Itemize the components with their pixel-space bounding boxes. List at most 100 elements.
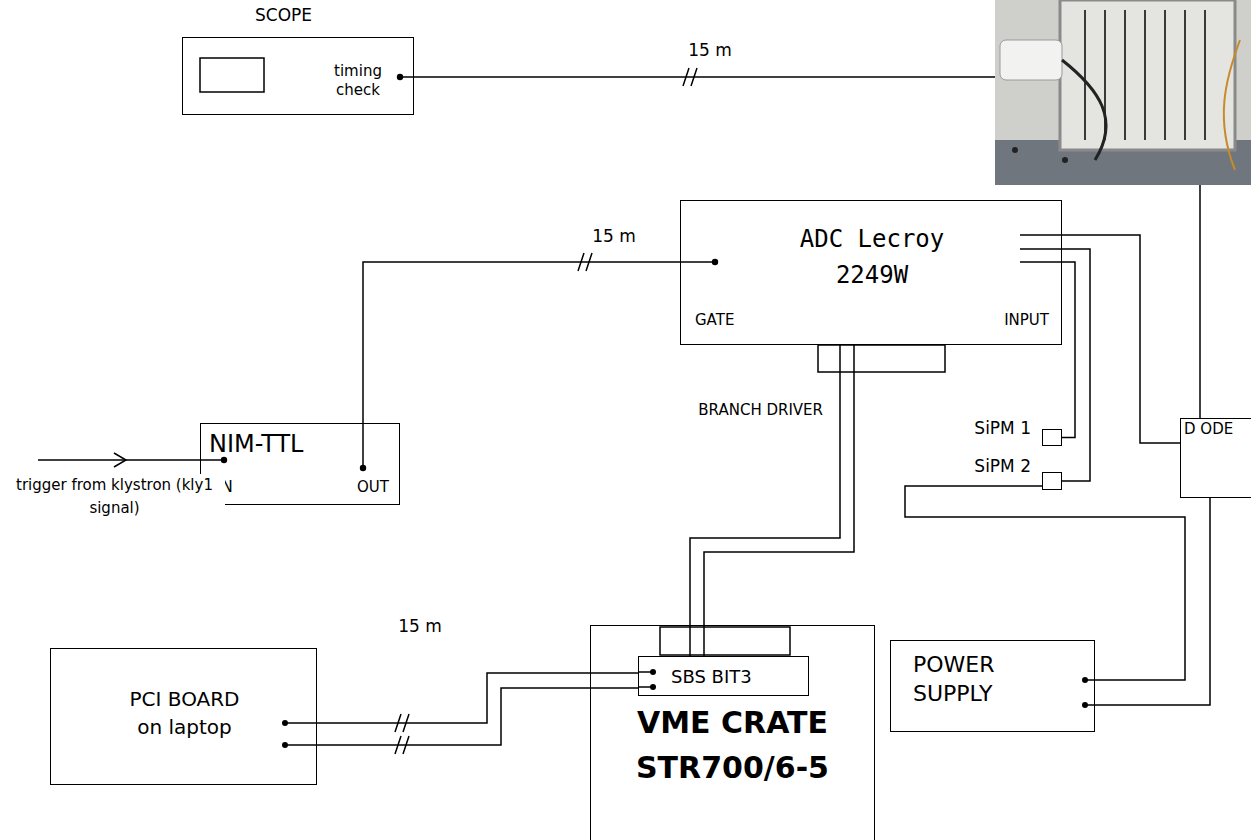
module-title: ADC Lecroy 2249W — [787, 221, 957, 293]
connector-dot — [360, 465, 366, 471]
text-slot: GATE — [695, 311, 734, 329]
text-slot: D ODE — [1184, 420, 1233, 438]
cable-break-mark — [683, 68, 689, 86]
vme-crate: VME CRATE STR700/6-5 SBS BIT3 — [590, 625, 875, 840]
text-slot: SiPM 1 — [974, 418, 1031, 438]
text-slot: POWER SUPPLY — [913, 651, 1063, 708]
scope-cable — [400, 76, 995, 78]
connector-dot — [1082, 677, 1088, 683]
cable-connector — [1062, 249, 1090, 481]
module-title: SBS BIT3 — [671, 666, 752, 688]
signal-note: trigger from klystron (kly1 signal) — [4, 474, 225, 519]
photo-background — [995, 0, 1251, 185]
rack-photo — [995, 0, 1251, 185]
trigger-arrowhead — [114, 453, 126, 467]
cable-length: 15 m — [395, 616, 445, 636]
cable-line — [704, 345, 854, 656]
cable-line — [690, 345, 840, 656]
module-title: VME CRATE STR700/6-5 — [615, 700, 850, 790]
sensor-label: SiPM 1 — [974, 418, 1031, 438]
module-title: NIM-TTL — [209, 430, 303, 459]
input-stub — [1020, 248, 1062, 250]
pci-board-box: PCI BOARD on laptop — [50, 648, 317, 785]
sensor-label: SiPM 2 — [974, 456, 1031, 476]
cable-length: 15 m — [589, 226, 639, 246]
out-stub — [362, 423, 364, 468]
scope-details — [200, 58, 995, 92]
cable-break-mark — [691, 68, 697, 86]
cable-line — [363, 262, 680, 423]
text-slot: NIM-TTL — [209, 430, 303, 459]
module-title: PCI BOARD on laptop — [122, 685, 247, 741]
cable-connector — [363, 253, 680, 423]
trigger-line — [38, 459, 224, 461]
diode-box: D ODE — [1180, 418, 1251, 498]
text-slot: INPUT — [1004, 311, 1049, 329]
cable-connector — [1095, 498, 1210, 705]
sipm-sensor: SiPM 2 — [1042, 472, 1062, 490]
cable-line — [1062, 262, 1075, 438]
port-label: timing check — [329, 62, 387, 100]
cable-break-mark — [395, 736, 401, 754]
connector-dot — [397, 74, 403, 80]
text-slot: SCOPE — [255, 5, 312, 25]
text-slot: PCI BOARD on laptop — [122, 685, 247, 741]
photo-detail — [1062, 157, 1068, 163]
photo-power-strip — [1000, 40, 1062, 80]
adc-connector-tab — [818, 345, 945, 372]
text-slot: SBS BIT3 — [671, 666, 752, 688]
bus-label: BRANCH DRIVER — [695, 401, 826, 419]
pci-stub — [285, 744, 317, 746]
box-heading: SCOPE — [255, 5, 312, 25]
port-label: OUT — [357, 478, 389, 496]
cable-line — [905, 486, 1185, 680]
text-slot: OUT — [357, 478, 389, 496]
port-label: GATE — [695, 311, 734, 329]
cable-connector — [905, 486, 1185, 680]
cable-connector — [690, 345, 854, 656]
photo-cable — [1062, 60, 1106, 160]
nim-ttl-converter: NIM-TTLINOUT — [200, 423, 400, 505]
connector-dot — [282, 742, 288, 748]
photo-rack-frame — [1060, 0, 1235, 150]
text-slot: ADC Lecroy 2249W — [787, 221, 957, 293]
cable-break-mark — [395, 714, 401, 732]
cable-connector — [1062, 235, 1180, 443]
cable-line — [1062, 235, 1180, 443]
connector-dot — [712, 259, 718, 265]
adc-module: ADC Lecroy 2249W GATE INPUT — [680, 200, 1062, 345]
input-stub — [1020, 234, 1062, 236]
scope-screen — [200, 58, 264, 92]
vme-connector-tab — [660, 627, 790, 655]
photo-rack-slots — [1085, 10, 1205, 140]
module-title: D ODE — [1184, 420, 1233, 438]
photo-cable — [1224, 40, 1240, 170]
cable-length: 15 m — [685, 40, 735, 60]
adc-details — [680, 235, 1062, 372]
input-stub — [1020, 261, 1062, 263]
scope-box: SCOPEtiming check — [182, 37, 414, 115]
cable-break-mark — [403, 736, 409, 754]
cable-break-mark — [586, 253, 592, 271]
sipm-sensor: SiPM 1 — [1042, 429, 1062, 446]
sbs-bit3-card: SBS BIT3 — [638, 656, 809, 696]
photo-detail — [1012, 147, 1018, 153]
power-supply-box: POWER SUPPLY — [890, 640, 1095, 732]
cable-line — [1062, 249, 1090, 481]
connector-dot — [282, 720, 288, 726]
text-slot: timing check — [329, 62, 387, 100]
cable-break-mark — [403, 714, 409, 732]
module-title: POWER SUPPLY — [913, 651, 1063, 708]
text-slot: VME CRATE STR700/6-5 — [615, 700, 850, 790]
port-label: INPUT — [1004, 311, 1049, 329]
connector-dot — [1082, 702, 1088, 708]
photo-lead — [1199, 185, 1201, 418]
connector-dot — [650, 669, 656, 675]
cable-break-mark — [578, 253, 584, 271]
gate-stub — [680, 261, 715, 263]
pci-stub — [285, 722, 317, 724]
